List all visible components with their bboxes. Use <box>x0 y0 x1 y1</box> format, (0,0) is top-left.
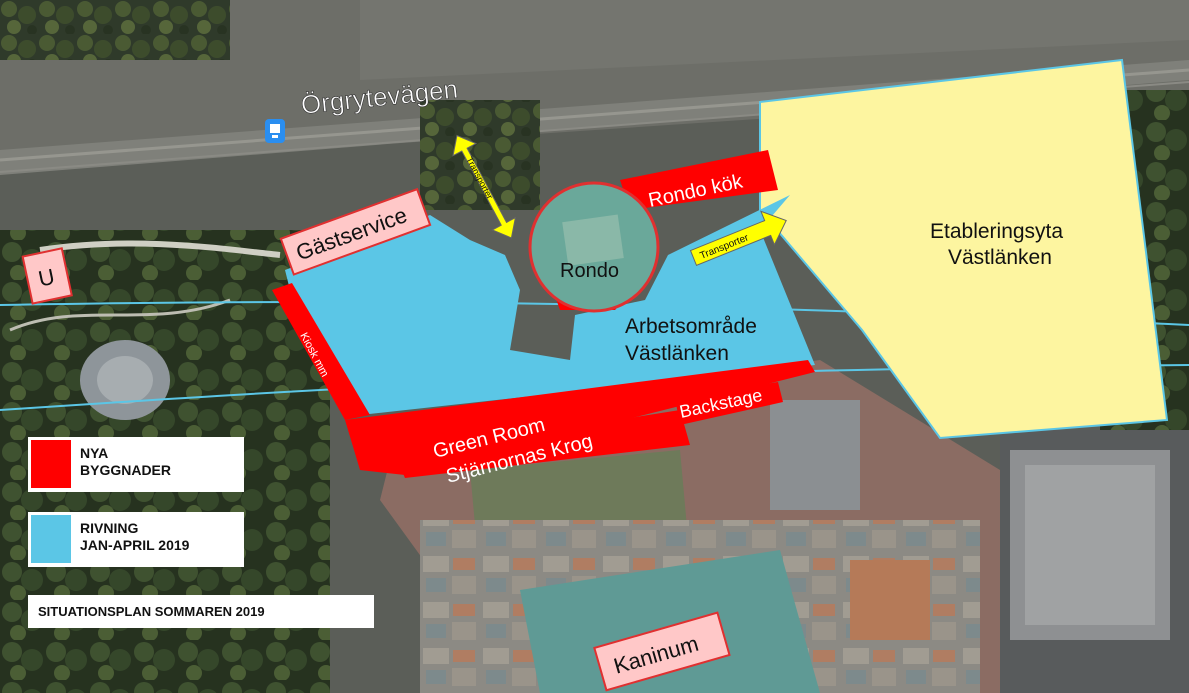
new-building-krog <box>395 410 690 478</box>
legend-label-new-buildings: NYA BYGGNADER <box>80 445 172 478</box>
label-etablering-1: Etableringsyta <box>930 220 1063 243</box>
legend-label-demolition: RIVNING JAN-APRIL 2019 <box>80 520 190 553</box>
label-arbetsomrade-1: Arbetsområde <box>625 315 757 338</box>
label-etablering-2: Västlänken <box>948 246 1052 269</box>
legend-new-buildings: NYA BYGGNADER <box>28 437 244 492</box>
legend-demolition: RIVNING JAN-APRIL 2019 <box>28 512 244 567</box>
new-building-backstage <box>675 382 783 425</box>
svg-text:U: U <box>36 264 57 292</box>
new-building-rondo-kok <box>620 150 778 210</box>
new-building-kiosk <box>272 283 370 420</box>
label-arbetsomrade-2: Västlänken <box>625 342 729 365</box>
plan-caption: SITUATIONSPLAN SOMMAREN 2019 <box>28 595 374 628</box>
tram-stop-icon <box>265 119 285 143</box>
legend-swatch-demolition <box>31 515 71 563</box>
label-u: U <box>21 247 73 305</box>
legend-swatch-new-buildings <box>31 440 71 488</box>
label-rondo: Rondo <box>560 260 619 282</box>
work-area <box>285 195 815 415</box>
